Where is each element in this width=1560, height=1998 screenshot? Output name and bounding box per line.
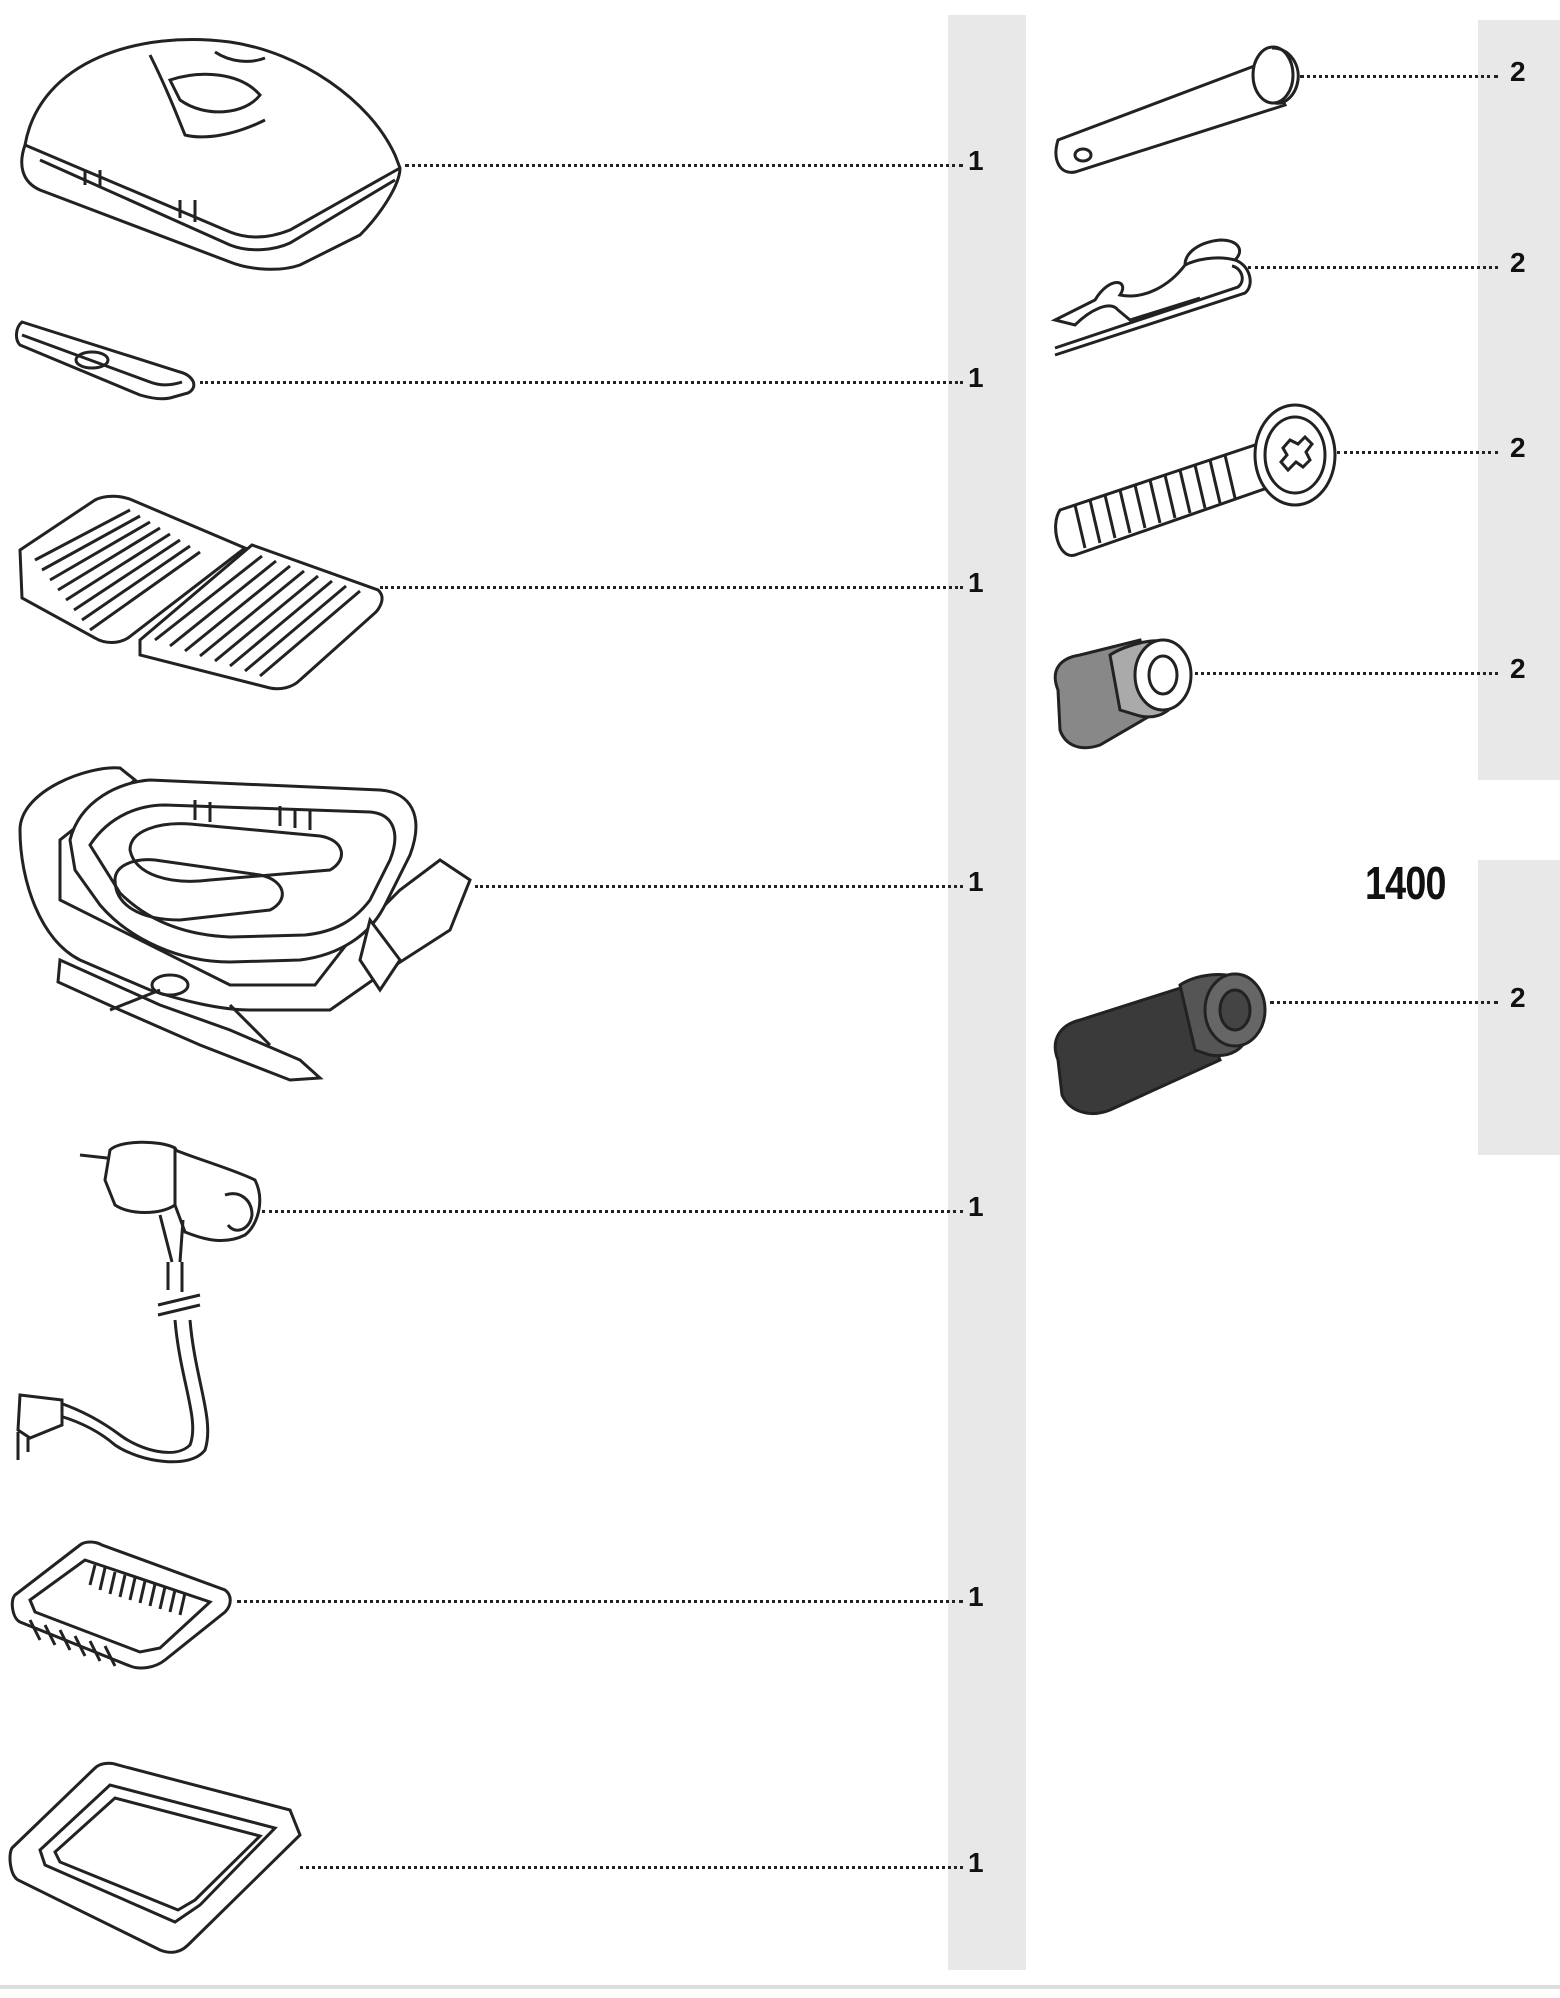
leader-line-spacer xyxy=(1195,672,1498,675)
leader-line-catch-pan xyxy=(237,1600,963,1603)
catch-pan-illustration xyxy=(10,1540,232,1670)
leader-line-controller xyxy=(262,1210,963,1213)
shade-band-right-top xyxy=(1478,20,1560,780)
leader-line-lid xyxy=(405,164,963,167)
leader-line-cotter xyxy=(1248,266,1498,269)
controller-illustration xyxy=(16,1140,262,1464)
drip-pan-illustration xyxy=(8,1761,302,1954)
leader-line-screw xyxy=(1337,451,1498,454)
screw-illustration xyxy=(1054,403,1337,557)
leader-line-drip-pan xyxy=(300,1866,963,1869)
spacer-illustration xyxy=(1053,638,1193,750)
shade-band-left xyxy=(948,15,1026,1970)
leader-line-handle xyxy=(200,381,963,384)
qty-handle: 1 xyxy=(968,362,984,393)
qty-pin: 2 xyxy=(1510,56,1526,87)
qty-drip-pan: 1 xyxy=(968,1847,984,1878)
cookbox-illustration xyxy=(18,766,472,1082)
lid-illustration xyxy=(20,38,402,271)
leader-line-grates xyxy=(380,586,963,589)
leader-line-pin xyxy=(1300,75,1498,78)
qty-lid: 1 xyxy=(968,145,984,176)
qty-catch-pan: 1 xyxy=(968,1581,984,1612)
qty-screw: 2 xyxy=(1510,432,1526,463)
grates-illustration xyxy=(18,494,384,691)
leader-line-long-spacer xyxy=(1270,1001,1498,1004)
pin-illustration xyxy=(1054,45,1300,174)
long-spacer-illustration xyxy=(1053,972,1267,1115)
model-label: 1400 xyxy=(1365,857,1446,909)
qty-long-spacer: 2 xyxy=(1510,982,1526,1013)
handle-illustration xyxy=(15,320,196,401)
qty-cookbox: 1 xyxy=(968,866,984,897)
leader-line-cookbox xyxy=(475,885,963,888)
qty-controller: 1 xyxy=(968,1191,984,1222)
qty-spacer: 2 xyxy=(1510,653,1526,684)
qty-grates: 1 xyxy=(968,567,984,598)
qty-cotter: 2 xyxy=(1510,247,1526,278)
shade-band-right-bottom xyxy=(1478,860,1560,1155)
cotter-illustration xyxy=(1050,238,1252,357)
bottom-rule xyxy=(0,1985,1560,1989)
